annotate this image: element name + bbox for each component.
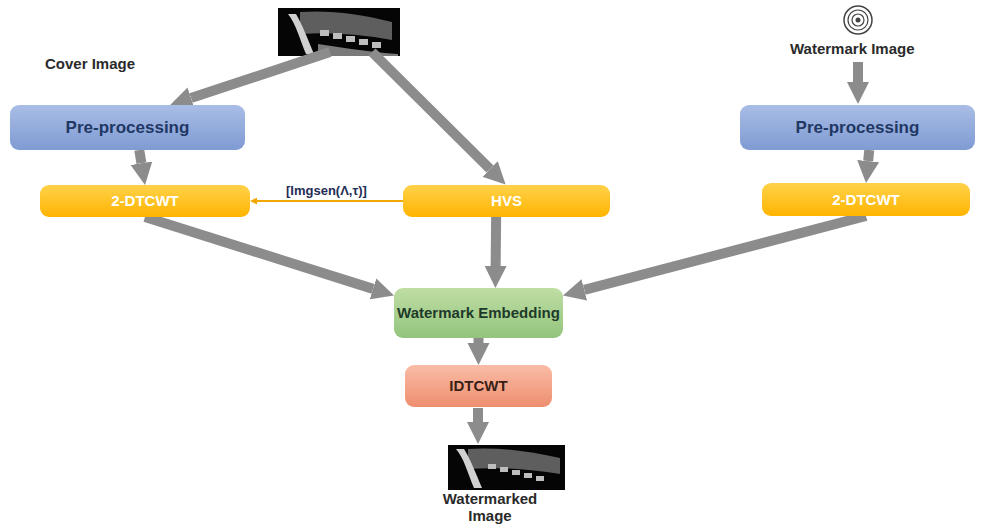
flow-arrow [584,216,866,290]
flow-arrow [145,217,373,289]
flow-arrow [139,150,141,163]
image-label: Watermarked Image [420,490,560,524]
embedding-box: Watermark Embedding [394,288,563,338]
image-label: Watermark Image [790,40,915,57]
node-text: 2-DTCWT [832,191,900,208]
flow-arrow [473,408,483,422]
transform-box: 2-DTCWT [40,185,250,217]
watermarked-image [448,445,565,490]
image-label: Cover Image [45,55,135,72]
process-box: Pre-processing [10,105,245,150]
node-text: Pre-processing [796,118,920,138]
process-box: Pre-processing [740,105,975,150]
transform-box: 2-DTCWT [762,183,970,216]
flow-arrow [191,52,330,98]
connector-line [491,217,502,266]
node-text: Watermark Embedding [397,304,560,321]
connector-line [257,200,403,202]
cover-image [278,8,400,56]
connector-line [139,150,141,163]
connector-line [584,216,866,290]
process-box: HVS [403,185,610,217]
connector-line [474,338,484,343]
edge-label: [Imgsen(Λ,τ)] [284,183,369,198]
signal-arrow [257,201,403,202]
flow-arrow [853,62,863,82]
connector-line [868,150,869,161]
node-text: Pre-processing [66,118,190,138]
flow-arrow [868,150,869,161]
node-text: HVS [491,192,522,209]
inverse-transform-box: IDTCWT [405,365,552,407]
flow-arrow [495,217,497,266]
connector-line [145,217,373,289]
flow-arrow [372,52,490,169]
node-text: 2-DTCWT [111,192,179,209]
node-text: IDTCWT [449,377,507,394]
flow-arrow [478,338,479,343]
watermark-logo [844,6,872,34]
